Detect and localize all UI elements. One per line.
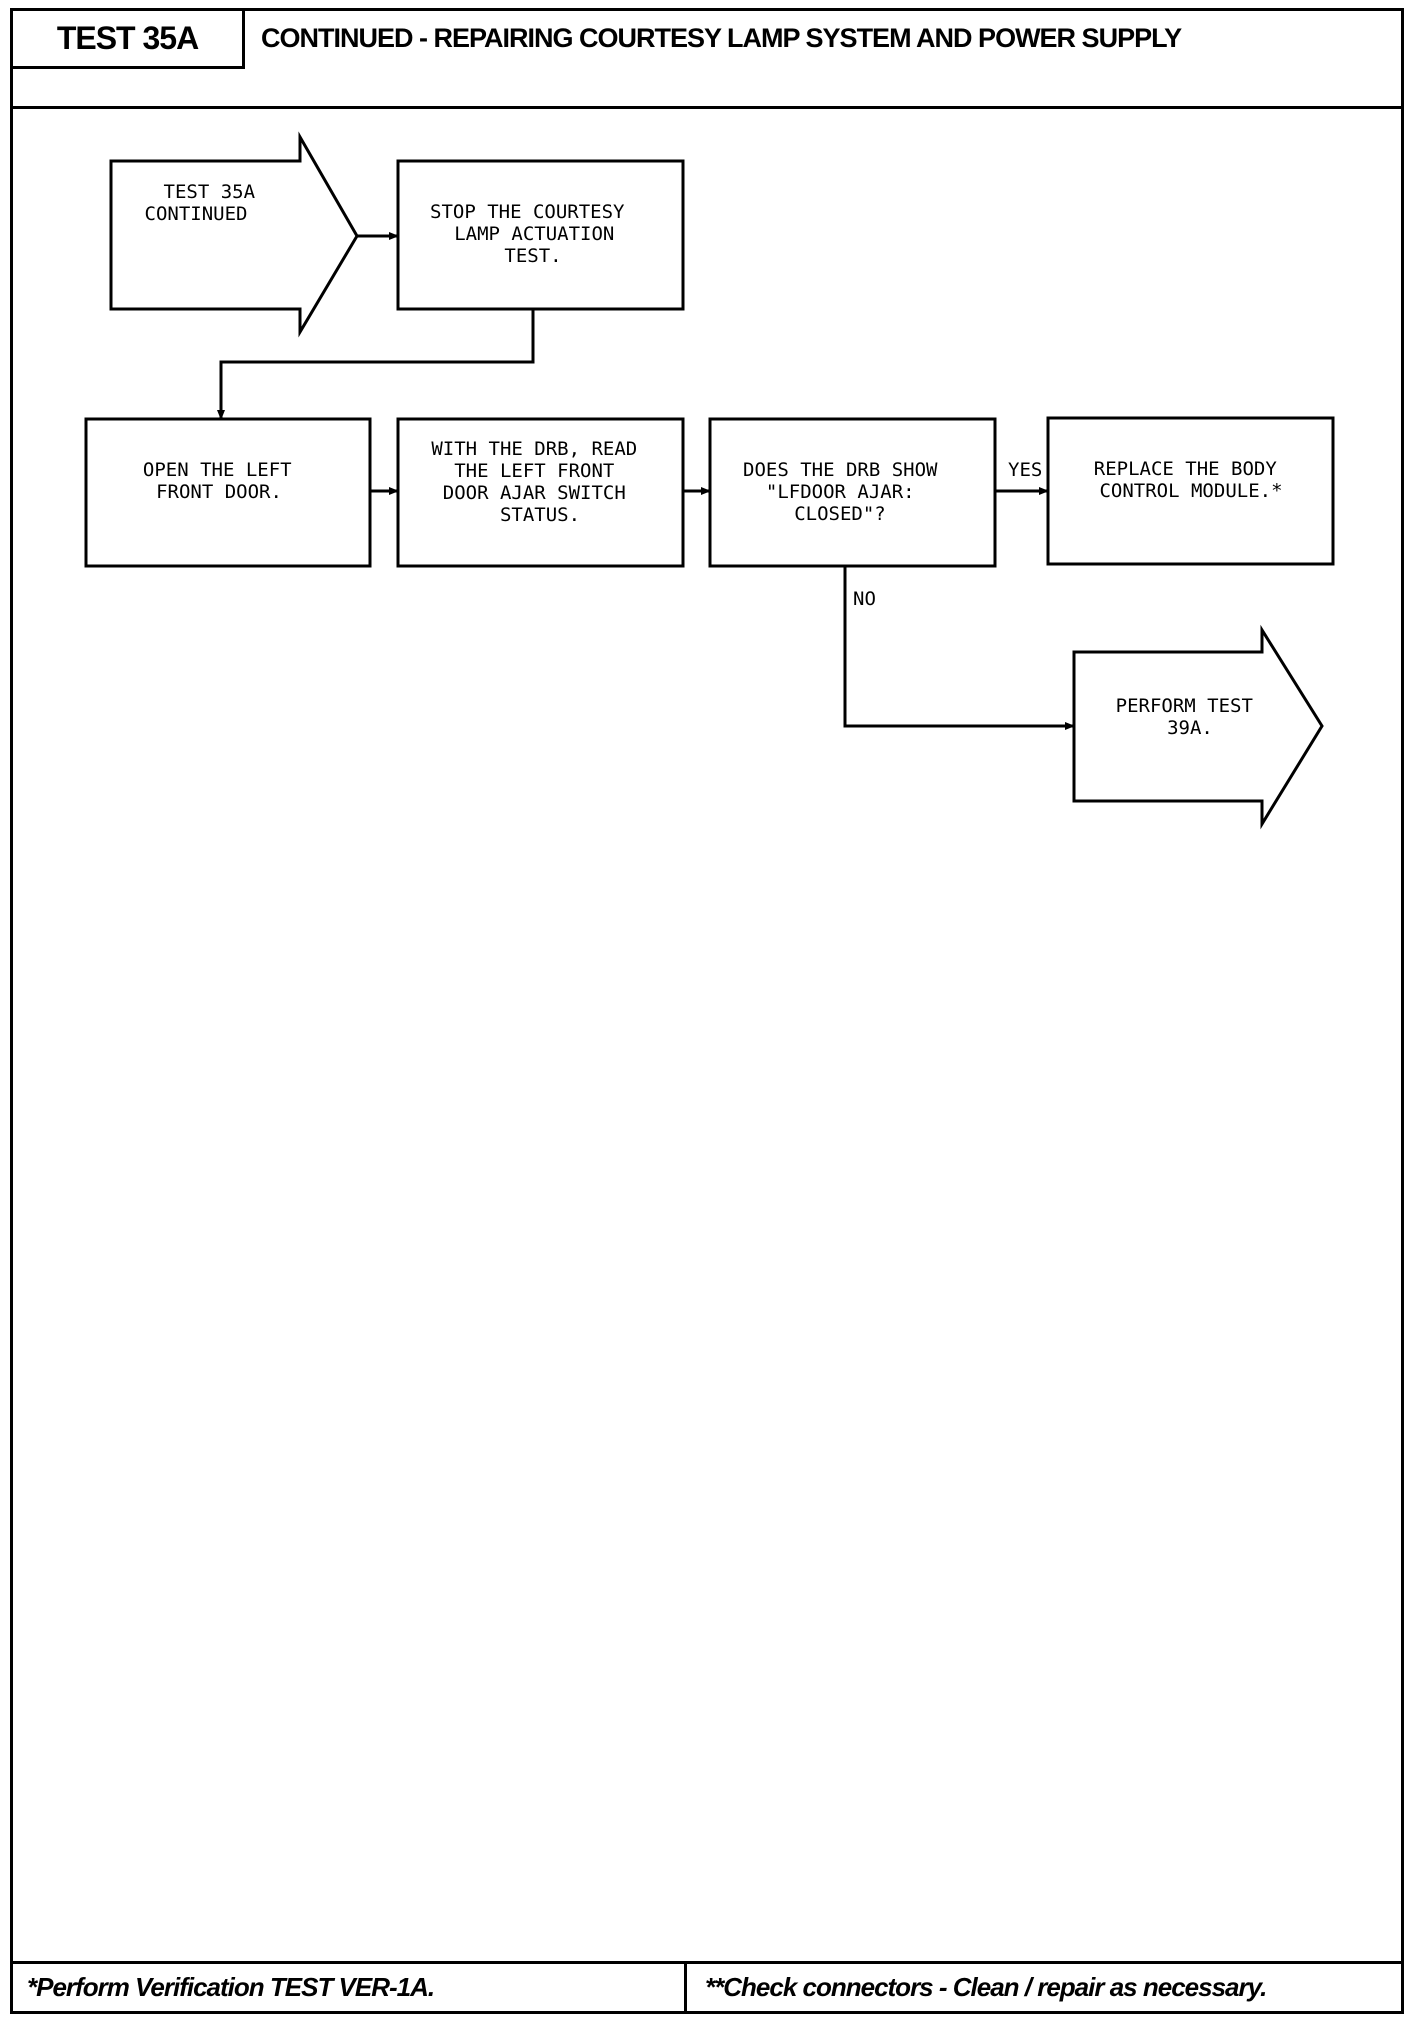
decision-line-3: CLOSED"? xyxy=(794,503,886,525)
step-open-door-line-1: OPEN THE LEFT xyxy=(143,459,292,481)
footer-connectors-note: **Check connectors - Clean / repair as n… xyxy=(705,1972,1267,2002)
step-read-line-3: DOOR AJAR SWITCH xyxy=(443,482,626,504)
connector-no-branch xyxy=(843,566,1075,730)
step-stop-label: STOP THE COURTESY LAMP ACTUATION TEST. xyxy=(430,201,636,267)
step-open-door-label: OPEN THE LEFT FRONT DOOR. xyxy=(143,459,303,503)
decision-line-1: DOES THE DRB SHOW xyxy=(743,459,938,481)
step-open-left-front-door: OPEN THE LEFT FRONT DOOR. xyxy=(84,417,372,568)
step-read-box xyxy=(396,417,685,568)
page-title: CONTINUED - REPAIRING COURTESY LAMP SYST… xyxy=(261,23,1182,53)
result-replace-label: REPLACE THE BODY CONTROL MODULE.* xyxy=(1094,458,1288,502)
decision-door-ajar-closed: DOES THE DRB SHOW "LFDOOR AJAR: CLOSED"? xyxy=(708,417,997,568)
footer-divider xyxy=(684,1964,687,2011)
result-perform-line-1: PERFORM TEST xyxy=(1116,695,1253,717)
result-replace-box xyxy=(1046,416,1335,566)
step-read-label: WITH THE DRB, READ THE LEFT FRONT DOOR A… xyxy=(431,438,648,526)
result-replace-body-control-module: REPLACE THE BODY CONTROL MODULE.* xyxy=(1046,416,1335,566)
step-stop-line-3: TEST. xyxy=(504,245,561,267)
page-frame: TEST 35A CONTINUED - REPAIRING COURTESY … xyxy=(10,8,1404,2014)
connector-stop-to-open-door xyxy=(217,309,535,420)
step-stop-courtesy-lamp-test: STOP THE COURTESY LAMP ACTUATION TEST. xyxy=(396,159,685,311)
decision-label: DOES THE DRB SHOW "LFDOOR AJAR: CLOSED"? xyxy=(743,459,949,525)
decision-line-2: "LFDOOR AJAR: xyxy=(766,481,915,503)
step-stop-line-1: STOP THE COURTESY xyxy=(430,201,625,223)
result-perform-arrow-shape xyxy=(1072,624,1324,830)
step-read-line-4: STATUS. xyxy=(500,504,580,526)
no-label: NO xyxy=(853,588,876,610)
step-stop-box xyxy=(396,159,685,311)
step-open-door-box xyxy=(84,417,372,568)
step-read-line-1: WITH THE DRB, READ xyxy=(431,438,637,460)
step-read-line-2: THE LEFT FRONT xyxy=(454,460,614,482)
result-perform-label: PERFORM TEST 39A. xyxy=(1116,695,1265,739)
step-stop-line-2: LAMP ACTUATION xyxy=(454,223,614,245)
start-line-1: TEST 35A xyxy=(164,181,256,203)
step-open-door-line-2: FRONT DOOR. xyxy=(156,481,282,503)
result-replace-line-1: REPLACE THE BODY xyxy=(1094,458,1278,480)
result-perform-line-2: 39A. xyxy=(1167,717,1213,739)
test-id-tab: TEST 35A xyxy=(13,11,245,69)
start-arrow-shape xyxy=(109,131,359,338)
result-replace-line-2: CONTROL MODULE.* xyxy=(1099,480,1282,502)
step-read-door-ajar-status: WITH THE DRB, READ THE LEFT FRONT DOOR A… xyxy=(396,417,685,568)
yes-label: YES xyxy=(1008,459,1042,481)
start-line-2: CONTINUED xyxy=(145,203,248,225)
footer-row: *Perform Verification TEST VER-1A. **Che… xyxy=(13,1961,1401,2011)
result-perform-test-39a: PERFORM TEST 39A. xyxy=(1072,624,1324,830)
header-row: TEST 35A CONTINUED - REPAIRING COURTESY … xyxy=(13,11,1401,109)
start-arrow-test-35a: TEST 35A CONTINUED xyxy=(109,131,359,338)
start-arrow-label: TEST 35A CONTINUED xyxy=(145,181,267,225)
footer-verification-note: *Perform Verification TEST VER-1A. xyxy=(27,1972,435,2002)
